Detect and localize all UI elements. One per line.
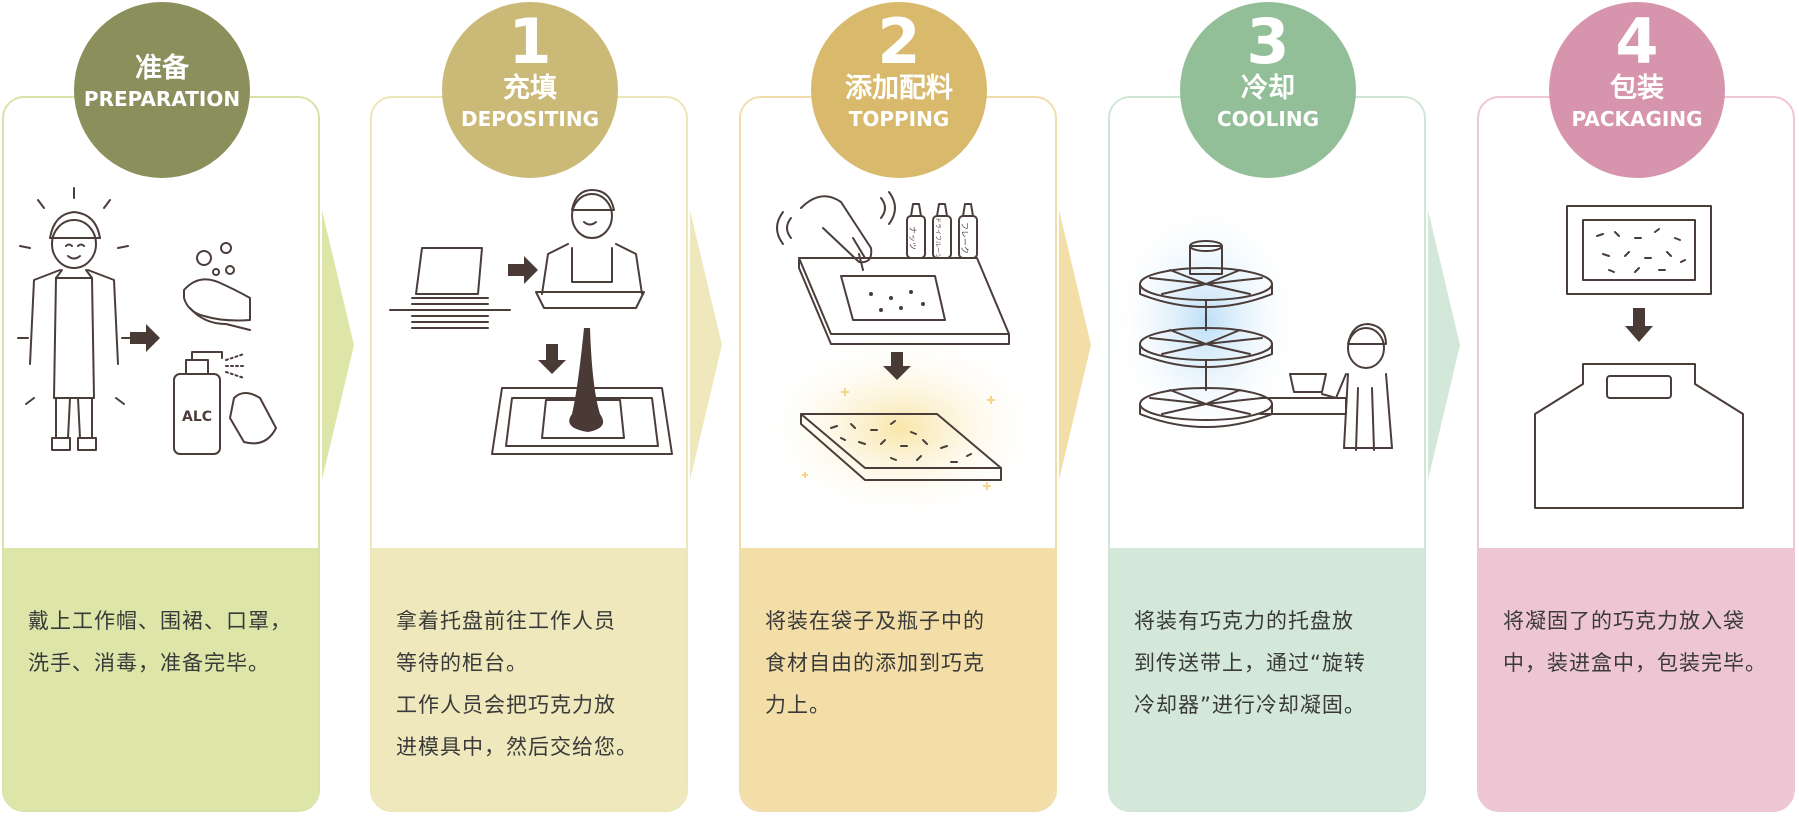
description-line: 冷却器”进行冷却凝固。 bbox=[1134, 693, 1366, 717]
depositing-illustration bbox=[389, 189, 673, 455]
step-title-zh: 冷却 bbox=[1241, 73, 1295, 104]
arrow-right-icon bbox=[508, 256, 538, 284]
tray-stack-icon bbox=[389, 247, 511, 329]
step-card-preparation: ALC 戴上工作帽、围裙、口罩， 洗手、消毒，准备完毕。 bbox=[2, 96, 320, 812]
step-title-zh: 添加配料 bbox=[845, 73, 953, 104]
step-card-cooling: 将装有巧克力的托盘放 到传送带上，通过“旋转 冷却器”进行冷却凝固。 bbox=[1108, 96, 1426, 812]
step-card-topping: ナッツ ドライフルーツ フレーク 将装在袋子及瓶子中的 食材自由的添加到巧克 力… bbox=[739, 96, 1057, 812]
description-line: 戴上工作帽、围裙、口罩， bbox=[28, 609, 292, 633]
description-line: 洗手、消毒，准备完毕。 bbox=[28, 651, 270, 675]
preparation-illustration: ALC bbox=[17, 187, 277, 455]
step-title-en: COOLING bbox=[1216, 107, 1320, 131]
description-line: 工作人员会把巧克力放 bbox=[396, 693, 616, 717]
step-title-en: DEPOSITING bbox=[460, 107, 599, 131]
step-badge-depositing: 1 充填 DEPOSITING bbox=[442, 2, 618, 178]
step-description: 拿着托盘前往工作人员 等待的柜台。 工作人员会把巧克力放 进模具中，然后交给您。 bbox=[372, 548, 686, 810]
step-badge-cooling: 3 冷却 COOLING bbox=[1180, 2, 1356, 178]
staff-icon bbox=[1321, 323, 1393, 451]
description-line: 食材自由的添加到巧克 bbox=[765, 651, 985, 675]
description-line: 拿着托盘前往工作人员 bbox=[396, 609, 616, 633]
arrow-down-icon bbox=[538, 344, 566, 374]
step-number: 3 bbox=[1246, 5, 1290, 78]
bag-icon bbox=[1534, 363, 1744, 509]
step-badge-preparation: 准备 PREPARATION bbox=[74, 2, 250, 178]
arrow-down-icon bbox=[1625, 308, 1653, 342]
description-line: 等待的柜台。 bbox=[396, 651, 528, 675]
description-line: 力上。 bbox=[765, 693, 831, 717]
step-title-en: TOPPING bbox=[848, 107, 950, 131]
step-badge-packaging: 4 包装 PACKAGING bbox=[1549, 2, 1725, 178]
description-line: 到传送带上，通过“旋转 bbox=[1134, 651, 1366, 675]
step-title-zh: 包装 bbox=[1610, 73, 1664, 104]
cooling-illustration bbox=[1110, 198, 1393, 451]
step-arrow-icon bbox=[1059, 210, 1091, 480]
hand-washing-icon bbox=[183, 242, 251, 331]
bottle-label: ALC bbox=[182, 409, 212, 425]
step-description: 戴上工作帽、围裙、口罩， 洗手、消毒，准备完毕。 bbox=[4, 548, 318, 810]
arrow-down-icon bbox=[883, 352, 911, 380]
bottle-label: ナッツ bbox=[908, 226, 917, 250]
squeeze-hand-icon bbox=[776, 191, 896, 271]
step-arrow-icon bbox=[1428, 210, 1460, 480]
description-line: 将装有巧克力的托盘放 bbox=[1134, 609, 1354, 633]
description-line: 中，装进盒中，包装完毕。 bbox=[1503, 651, 1767, 675]
step-description: 将凝固了的巧克力放入袋 中，装进盒中，包装完毕。 bbox=[1479, 548, 1793, 810]
bottle-label: フレーク bbox=[960, 222, 969, 254]
topping-bottles-icon: ナッツ ドライフルーツ フレーク bbox=[906, 203, 978, 259]
step-description: 将装在袋子及瓶子中的 食材自由的添加到巧克 力上。 bbox=[741, 548, 1055, 810]
step-card-packaging: 将凝固了的巧克力放入袋 中，装进盒中，包装完毕。 bbox=[1477, 96, 1795, 812]
description-line: 进模具中，然后交给您。 bbox=[396, 735, 638, 759]
topping-illustration: ナッツ ドライフルーツ フレーク bbox=[751, 191, 1051, 524]
step-title-zh: 充填 bbox=[503, 73, 557, 104]
step-badge-topping: 2 添加配料 TOPPING bbox=[811, 2, 987, 178]
step-arrow-icon bbox=[690, 210, 722, 480]
arrow-right-icon bbox=[130, 324, 160, 352]
bottle-label: ドライフルーツ bbox=[934, 217, 941, 259]
staff-icon bbox=[535, 189, 645, 309]
step-title-zh: 准备 bbox=[135, 53, 189, 84]
step-card-depositing: 拿着托盘前往工作人员 等待的柜台。 工作人员会把巧克力放 进模具中，然后交给您。 bbox=[370, 96, 688, 812]
chocolate-box-icon bbox=[1566, 205, 1712, 295]
step-description: 将装有巧克力的托盘放 到传送带上，通过“旋转 冷却器”进行冷却凝固。 bbox=[1110, 548, 1424, 810]
description-line: 将装在袋子及瓶子中的 bbox=[765, 609, 985, 633]
step-arrow-icon bbox=[322, 210, 354, 480]
description-line: 将凝固了的巧克力放入袋 bbox=[1503, 609, 1745, 633]
step-title-en: PACKAGING bbox=[1571, 107, 1703, 131]
rotary-cooler-icon bbox=[1139, 240, 1273, 428]
worker-icon bbox=[17, 187, 133, 451]
mold-icon bbox=[491, 328, 673, 455]
topped-chocolate-icon bbox=[800, 413, 1002, 481]
step-number: 2 bbox=[877, 5, 921, 78]
step-number: 1 bbox=[508, 5, 552, 78]
topping-tray-icon bbox=[798, 257, 1010, 345]
packaging-illustration bbox=[1534, 205, 1744, 509]
step-title-en: PREPARATION bbox=[83, 87, 241, 111]
step-number: 4 bbox=[1615, 5, 1659, 78]
alcohol-bottle-icon: ALC bbox=[173, 351, 277, 455]
